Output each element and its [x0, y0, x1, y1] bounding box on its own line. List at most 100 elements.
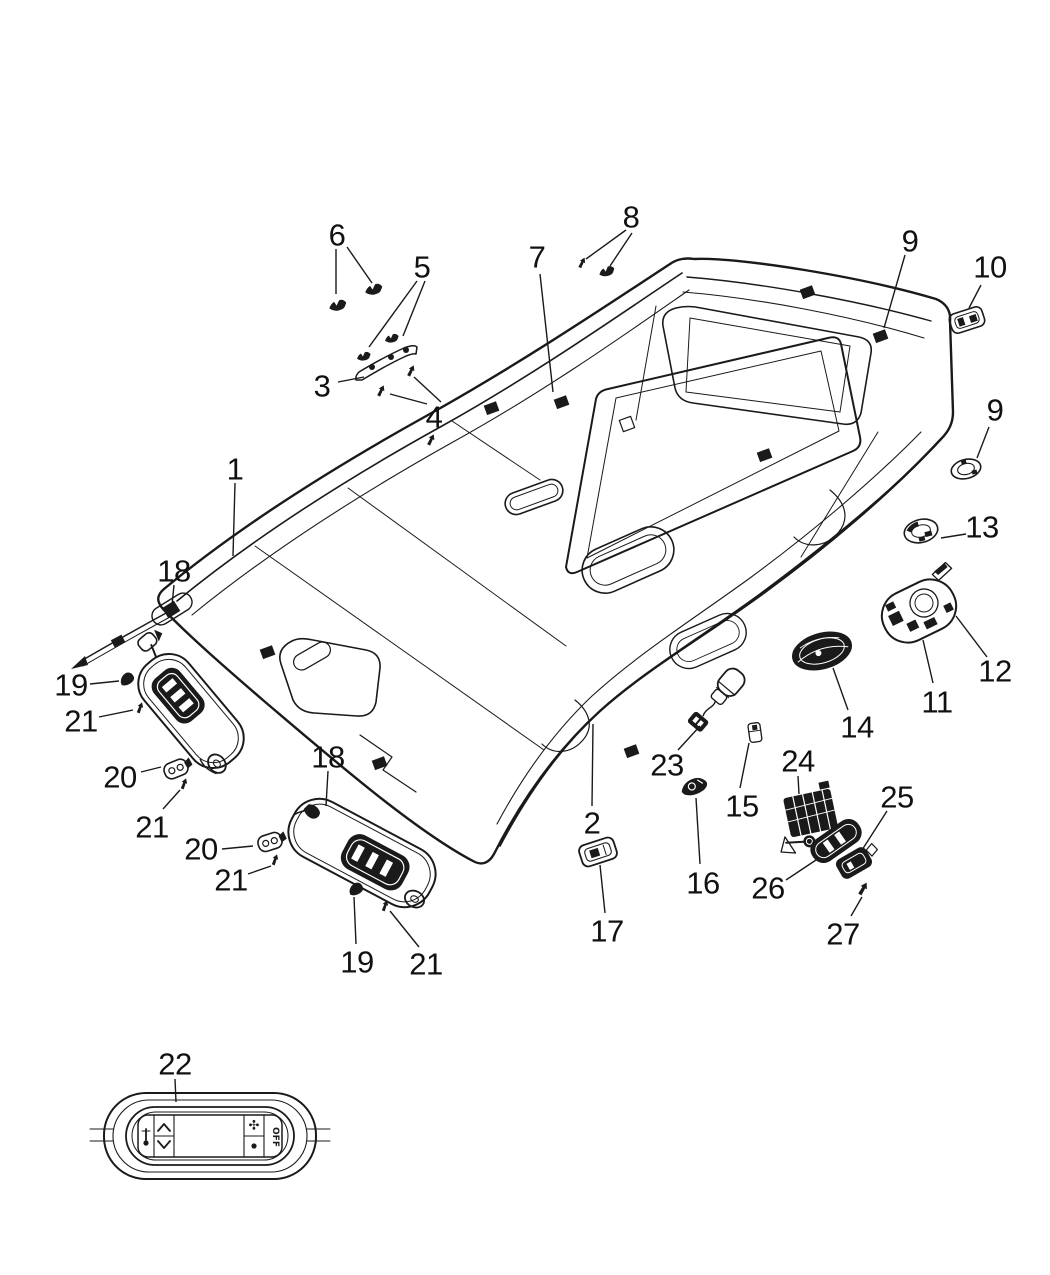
chevron-down-icon [157, 1140, 171, 1149]
callout-24: 24 [781, 744, 815, 779]
callout-5-leader-2 [402, 280, 426, 337]
callout-17-leader-1 [599, 864, 606, 914]
part-4-screw-b [375, 383, 387, 398]
part-16-clip [681, 777, 708, 796]
callout-25-leader-1 [861, 810, 888, 851]
part-4-screw-a [405, 363, 417, 378]
callout-19b: 19 [340, 945, 373, 980]
callout-8: 8 [623, 200, 640, 235]
part-8-clip [598, 265, 616, 278]
callout-19b-leader-1 [353, 896, 357, 945]
part-22-hvac-control-panel: ✣ OFF [89, 1092, 331, 1180]
part-21-screw-a [135, 701, 145, 714]
headliner-assembly-drawing [151, 257, 955, 865]
hvac-button-cluster [137, 1114, 283, 1158]
callout-7-leader-1 [539, 273, 554, 393]
part-6-clip-b [328, 299, 348, 312]
callout-18a: 18 [157, 554, 190, 589]
part-5-clip-a [384, 333, 400, 344]
callout-15-leader-1 [739, 742, 750, 789]
callout-23-leader-1 [677, 725, 701, 751]
callout-4: 4 [426, 400, 443, 435]
callout-5: 5 [414, 250, 431, 285]
callout-21b: 21 [135, 810, 168, 845]
callout-11: 11 [921, 685, 952, 720]
part-18-visor-passenger [287, 797, 437, 909]
part-20-cover-a [161, 754, 196, 782]
part-23-bulb-and-wire [687, 667, 746, 732]
callout-1-leader-1 [232, 482, 236, 557]
part-25-housing [835, 842, 878, 879]
callout-16-leader-1 [695, 797, 701, 865]
callout-19a: 19 [54, 668, 87, 703]
part-6-clip-a [364, 283, 384, 296]
part-21-screw-b [179, 777, 189, 790]
callout-26-leader-1 [785, 857, 820, 881]
callout-18b: 18 [311, 740, 344, 775]
callout-21a: 21 [64, 704, 97, 739]
callout-16: 16 [686, 866, 719, 901]
part-17-lamp [578, 836, 618, 868]
callout-20b: 20 [184, 832, 218, 867]
part-9-grommet [950, 458, 982, 480]
callout-8-leader-1 [585, 229, 627, 260]
off-label: OFF [270, 1127, 280, 1147]
callout-layer: 1234567899101112131415161718181919202021… [54, 200, 1012, 1103]
callout-13-leader-1 [940, 533, 967, 539]
callout-27-leader-1 [850, 896, 863, 917]
callout-3-leader-1 [337, 376, 365, 383]
callout-12: 12 [978, 654, 1011, 689]
callout-8-leader-2 [609, 232, 633, 267]
part-26-lamp [803, 819, 862, 863]
callout-21c-leader-1 [247, 865, 272, 875]
callout-3: 3 [314, 369, 331, 404]
callout-21c: 21 [214, 863, 247, 898]
callout-13: 13 [965, 510, 998, 545]
part-19-clip-a [118, 670, 136, 687]
callout-1: 1 [227, 452, 244, 487]
part-13-cap [903, 518, 939, 544]
callout-27: 27 [826, 917, 859, 952]
callout-17: 17 [590, 914, 623, 949]
part-19-clip-b [347, 881, 365, 897]
callout-2-leader-1 [591, 723, 594, 807]
callout-7: 7 [529, 240, 546, 275]
power-dot-icon [251, 1143, 257, 1149]
callout-22-leader-1 [174, 1078, 177, 1103]
callout-18a-leader-1 [171, 584, 175, 606]
visor-harness-rod [71, 611, 171, 669]
part-3-retainer-rail [355, 344, 418, 381]
callout-6: 6 [329, 218, 346, 253]
callout-14-leader-1 [832, 667, 849, 711]
callout-10: 10 [973, 250, 1007, 285]
part-5-clip-b [356, 351, 372, 362]
callout-21d-leader-1 [389, 910, 420, 948]
part-15-clip [747, 722, 763, 744]
part-8-screw [577, 256, 588, 269]
callout-20a: 20 [103, 760, 137, 795]
callout-26: 26 [751, 871, 784, 906]
part-10-lamp [948, 305, 986, 335]
callout-9a: 9 [902, 224, 919, 259]
callout-20a-leader-1 [140, 766, 162, 773]
part-18-visor-driver [137, 629, 245, 775]
part-14-dome-lamp [792, 631, 852, 671]
callout-22: 22 [158, 1047, 191, 1082]
callout-9b: 9 [987, 393, 1004, 428]
callout-9a-leader-1 [883, 254, 906, 329]
callout-4-leader-2 [413, 376, 442, 403]
callout-2: 2 [584, 806, 601, 841]
callout-23: 23 [650, 748, 683, 783]
callout-12-leader-1 [955, 615, 988, 658]
callout-10-leader-1 [968, 284, 982, 309]
part-27-screw [856, 880, 870, 897]
callout-19a-leader-1 [89, 680, 120, 685]
callout-25: 25 [880, 780, 913, 815]
part-21-screw-c [270, 853, 280, 866]
callout-4-leader-1 [389, 393, 428, 405]
callout-9b-leader-1 [976, 426, 990, 459]
callout-5-leader-1 [368, 280, 418, 348]
callout-18b-leader-1 [325, 770, 329, 807]
